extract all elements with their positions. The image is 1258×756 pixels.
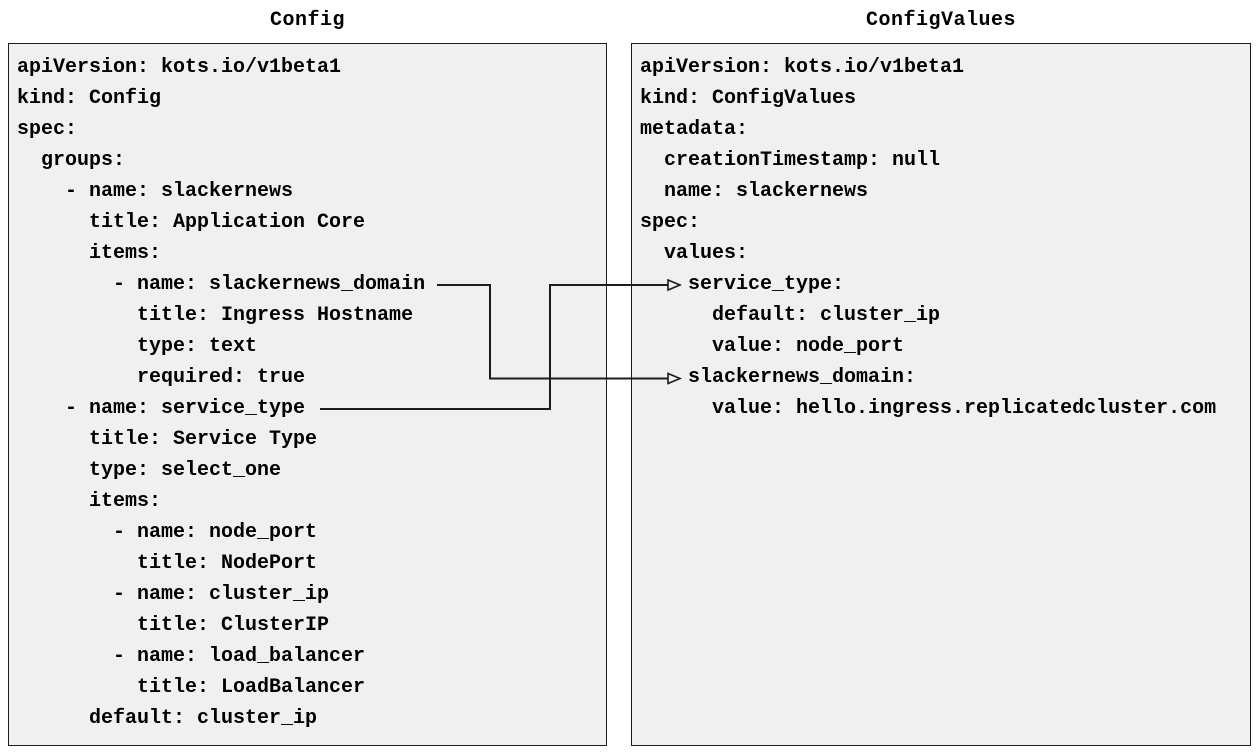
config-panel-title: Config <box>269 9 345 32</box>
config-yaml-code: apiVersion: kots.io/v1beta1 kind: Config… <box>17 56 426 730</box>
configvalues-yaml-panel: apiVersion: kots.io/v1beta1 kind: Config… <box>631 43 1251 746</box>
config-yaml-panel: apiVersion: kots.io/v1beta1 kind: Config… <box>8 43 607 746</box>
configvalues-panel-title: ConfigValues <box>865 9 1017 32</box>
configvalues-yaml-code: apiVersion: kots.io/v1beta1 kind: Config… <box>640 56 1217 420</box>
